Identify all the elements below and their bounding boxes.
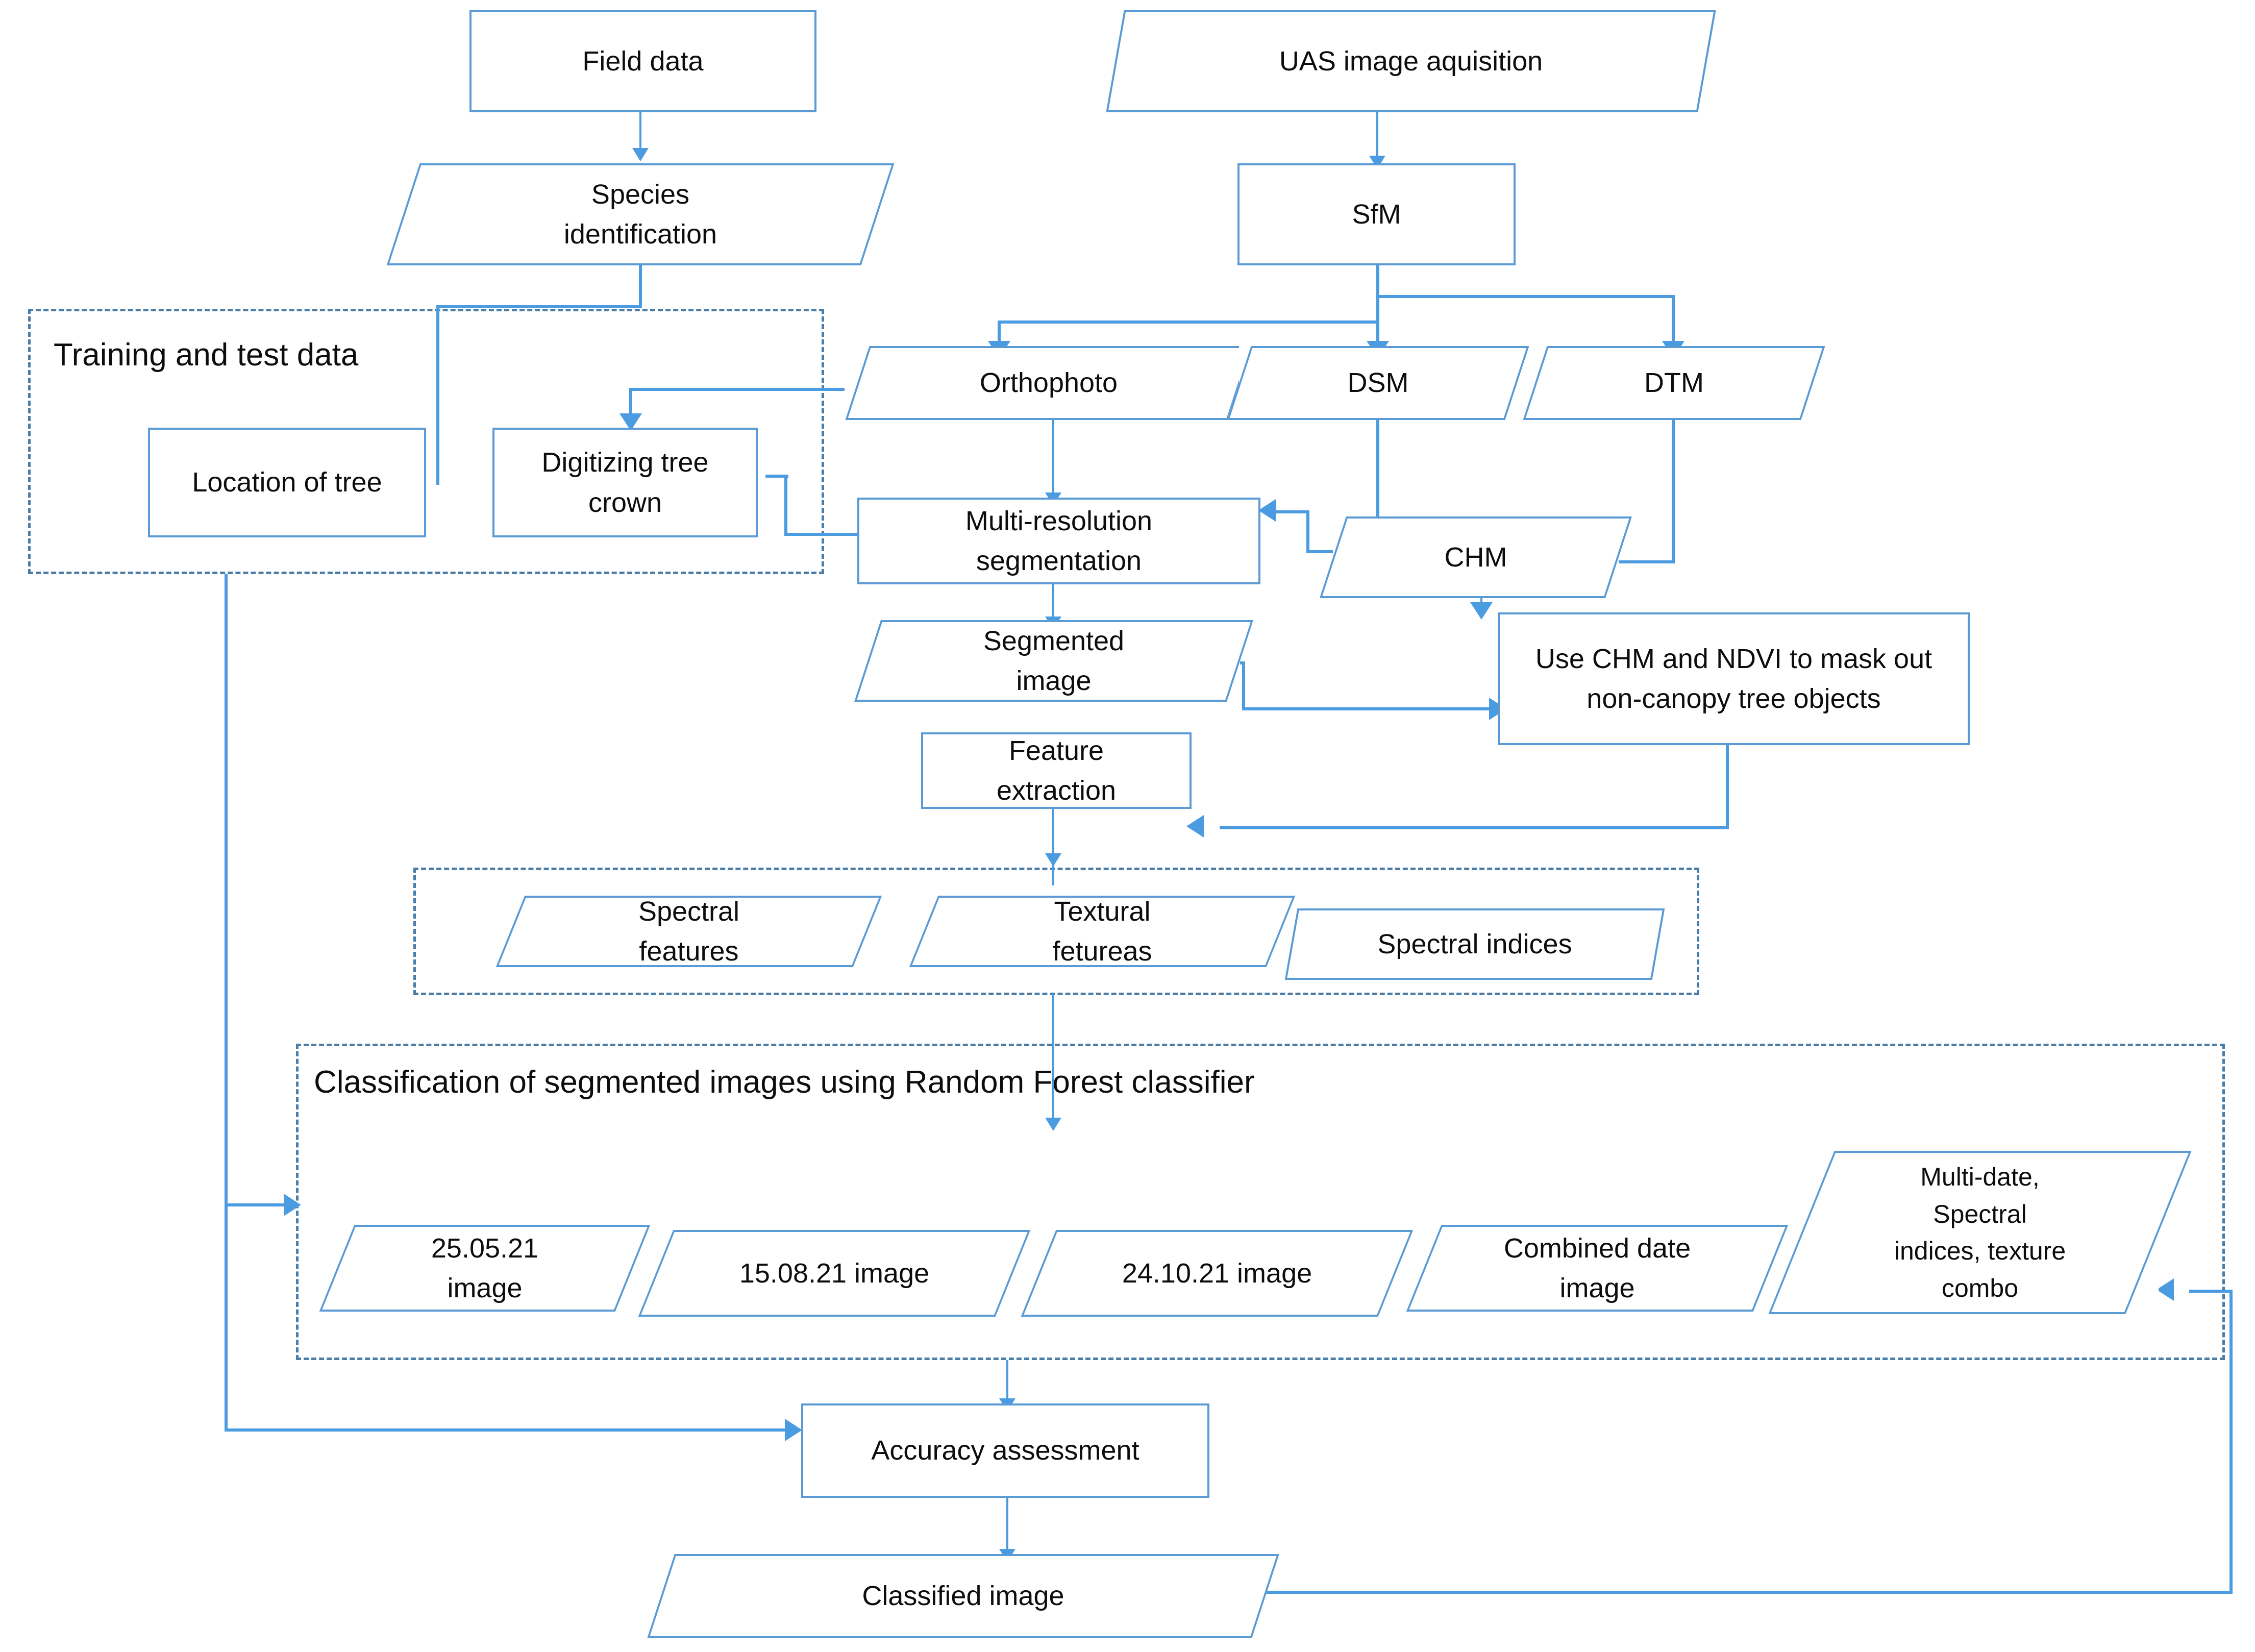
node-textural-features[interactable]: Textural fetureas bbox=[909, 896, 1296, 967]
label-image-150821: 15.08.21 image bbox=[739, 1258, 930, 1289]
edge-sfm-right-branch bbox=[1376, 295, 1675, 298]
node-multi-resolution-segmentation[interactable]: Multi-resolution segmentation bbox=[857, 498, 1260, 584]
label-dtm: DTM bbox=[1644, 367, 1704, 399]
label-feature-extraction: Feature extraction bbox=[996, 735, 1117, 806]
node-classified-image[interactable]: Classified image bbox=[647, 1554, 1279, 1638]
edge-chm-to-mrs-h2 bbox=[1273, 510, 1309, 513]
edge-seg-to-mask-v bbox=[1242, 661, 1245, 710]
edge-ortho-to-digitizing-h bbox=[629, 388, 845, 391]
node-spectral-indices[interactable]: Spectral indices bbox=[1284, 908, 1665, 980]
edge-classification-to-accuracy bbox=[1006, 1360, 1008, 1403]
node-orthophoto[interactable]: Orthophoto bbox=[845, 346, 1252, 420]
edge-sfm-to-ortho-down bbox=[998, 320, 1001, 346]
edge-mrs-to-digitizing-v bbox=[784, 475, 787, 536]
group-features bbox=[413, 868, 1699, 995]
node-dtm[interactable]: DTM bbox=[1523, 346, 1825, 420]
arrowhead-training-to-accuracy bbox=[785, 1419, 802, 1441]
node-field-data[interactable]: Field data bbox=[469, 10, 816, 112]
node-segmented-image[interactable]: Segmented image bbox=[854, 620, 1253, 702]
label-multi-resolution-segmentation: Multi-resolution segmentation bbox=[965, 505, 1153, 576]
node-image-250521[interactable]: 25.05.21 image bbox=[319, 1225, 651, 1312]
label-species-identification: Species identification bbox=[563, 179, 717, 250]
edge-species-down2 bbox=[436, 305, 439, 485]
edge-accuracy-to-classified bbox=[1006, 1453, 1008, 1556]
node-chm[interactable]: CHM bbox=[1320, 516, 1632, 598]
arrowhead-chm-to-mrs bbox=[1258, 499, 1276, 522]
node-image-150821[interactable]: 15.08.21 image bbox=[638, 1230, 1031, 1317]
label-image-241021: 24.10.21 image bbox=[1122, 1258, 1312, 1289]
node-location-of-tree[interactable]: Location of tree bbox=[148, 428, 426, 537]
label-spectral-indices: Spectral indices bbox=[1377, 928, 1572, 959]
edge-classified-return-h bbox=[1260, 1591, 2233, 1594]
arrowhead-feature-to-featuresgroup bbox=[1045, 853, 1061, 867]
label-image-250521: 25.05.21 image bbox=[431, 1232, 539, 1303]
arrowhead-field-to-species bbox=[632, 148, 649, 161]
label-orthophoto: Orthophoto bbox=[979, 367, 1118, 399]
edge-ortho-to-mrs bbox=[1052, 418, 1054, 500]
edge-mask-to-feature-v bbox=[1726, 743, 1729, 829]
edge-mask-to-feature-h bbox=[1220, 826, 1729, 829]
edge-mrs-to-digitizing-h2 bbox=[765, 475, 788, 478]
label-classified-image: Classified image bbox=[862, 1581, 1064, 1612]
edge-training-down bbox=[225, 574, 228, 1432]
node-species-identification[interactable]: Species identification bbox=[386, 163, 895, 265]
node-digitizing-tree-crown[interactable]: Digitizing tree crown bbox=[492, 428, 758, 537]
arrowhead-to-chm bbox=[1470, 602, 1493, 620]
label-digitizing-tree-crown: Digitizing tree crown bbox=[541, 447, 709, 518]
group-title-training-and-test-data: Training and test data bbox=[54, 337, 359, 373]
edge-uas-to-sfm bbox=[1376, 112, 1378, 163]
label-textural-features: Textural fetureas bbox=[1052, 896, 1152, 967]
edge-classified-return-h2 bbox=[2189, 1290, 2233, 1293]
edge-featuresgroup-to-classification bbox=[1052, 994, 1054, 1127]
edge-training-to-accuracy-h bbox=[225, 1428, 791, 1432]
label-accuracy-assessment: Accuracy assessment bbox=[871, 1435, 1139, 1466]
edge-sfm-down-trunk bbox=[1376, 265, 1379, 357]
node-dsm[interactable]: DSM bbox=[1227, 346, 1529, 420]
label-dsm: DSM bbox=[1347, 367, 1409, 399]
arrowhead-mask-to-feature bbox=[1186, 815, 1204, 837]
group-title-classification: Classification of segmented images using… bbox=[314, 1065, 1255, 1100]
edge-classified-return-v bbox=[2229, 1290, 2233, 1594]
edge-feature-to-featuresgroup bbox=[1052, 806, 1054, 885]
arrowhead-featuresgroup-to-classification bbox=[1045, 1118, 1061, 1131]
node-image-241021[interactable]: 24.10.21 image bbox=[1021, 1230, 1414, 1317]
label-sfm: SfM bbox=[1352, 199, 1401, 230]
edge-sfm-left-branch bbox=[998, 320, 1379, 324]
label-location-of-tree: Location of tree bbox=[192, 467, 382, 498]
edge-species-left bbox=[436, 305, 642, 308]
label-mask-out: Use CHM and NDVI to mask out non-canopy … bbox=[1535, 643, 1932, 714]
edge-dsm-down bbox=[1376, 418, 1379, 562]
node-mask-out[interactable]: Use CHM and NDVI to mask out non-canopy … bbox=[1498, 612, 1970, 745]
node-multi-date-combo[interactable]: Multi-date, Spectral indices, texture co… bbox=[1768, 1151, 2192, 1314]
edge-chm-to-mrs-v bbox=[1306, 510, 1309, 553]
node-combined-date-image[interactable]: Combined date image bbox=[1406, 1225, 1789, 1312]
edge-sfm-to-dtm-down bbox=[1672, 295, 1675, 346]
edge-mrs-to-segmented bbox=[1052, 583, 1054, 623]
edge-mrs-to-digitizing-h1 bbox=[784, 533, 866, 536]
edge-training-to-classification-h bbox=[225, 1203, 290, 1206]
node-spectral-features[interactable]: Spectral features bbox=[495, 896, 882, 967]
arrowhead-training-to-classification bbox=[284, 1194, 301, 1216]
label-segmented-image: Segmented image bbox=[983, 625, 1125, 696]
edge-dtm-down bbox=[1672, 418, 1675, 562]
arrowhead-classified-return bbox=[2157, 1278, 2174, 1301]
label-combined-date-image: Combined date image bbox=[1503, 1232, 1691, 1303]
node-feature-extraction[interactable]: Feature extraction bbox=[921, 732, 1192, 809]
edge-seg-to-mask-h2 bbox=[1242, 707, 1492, 710]
label-field-data: Field data bbox=[582, 45, 704, 77]
edge-ortho-to-digitizing-v bbox=[629, 388, 632, 417]
edge-species-down bbox=[639, 265, 642, 307]
label-uas-image-acquisition: UAS image aquisition bbox=[1279, 45, 1543, 77]
group-training-and-test-data bbox=[28, 309, 824, 574]
edge-field-to-species bbox=[639, 112, 641, 153]
node-uas-image-acquisition[interactable]: UAS image aquisition bbox=[1106, 10, 1716, 112]
node-accuracy-assessment[interactable]: Accuracy assessment bbox=[801, 1403, 1209, 1498]
node-sfm[interactable]: SfM bbox=[1237, 163, 1516, 265]
label-multi-date-combo: Multi-date, Spectral indices, texture co… bbox=[1894, 1163, 2066, 1302]
label-spectral-features: Spectral features bbox=[638, 896, 740, 967]
label-chm: CHM bbox=[1444, 541, 1507, 573]
